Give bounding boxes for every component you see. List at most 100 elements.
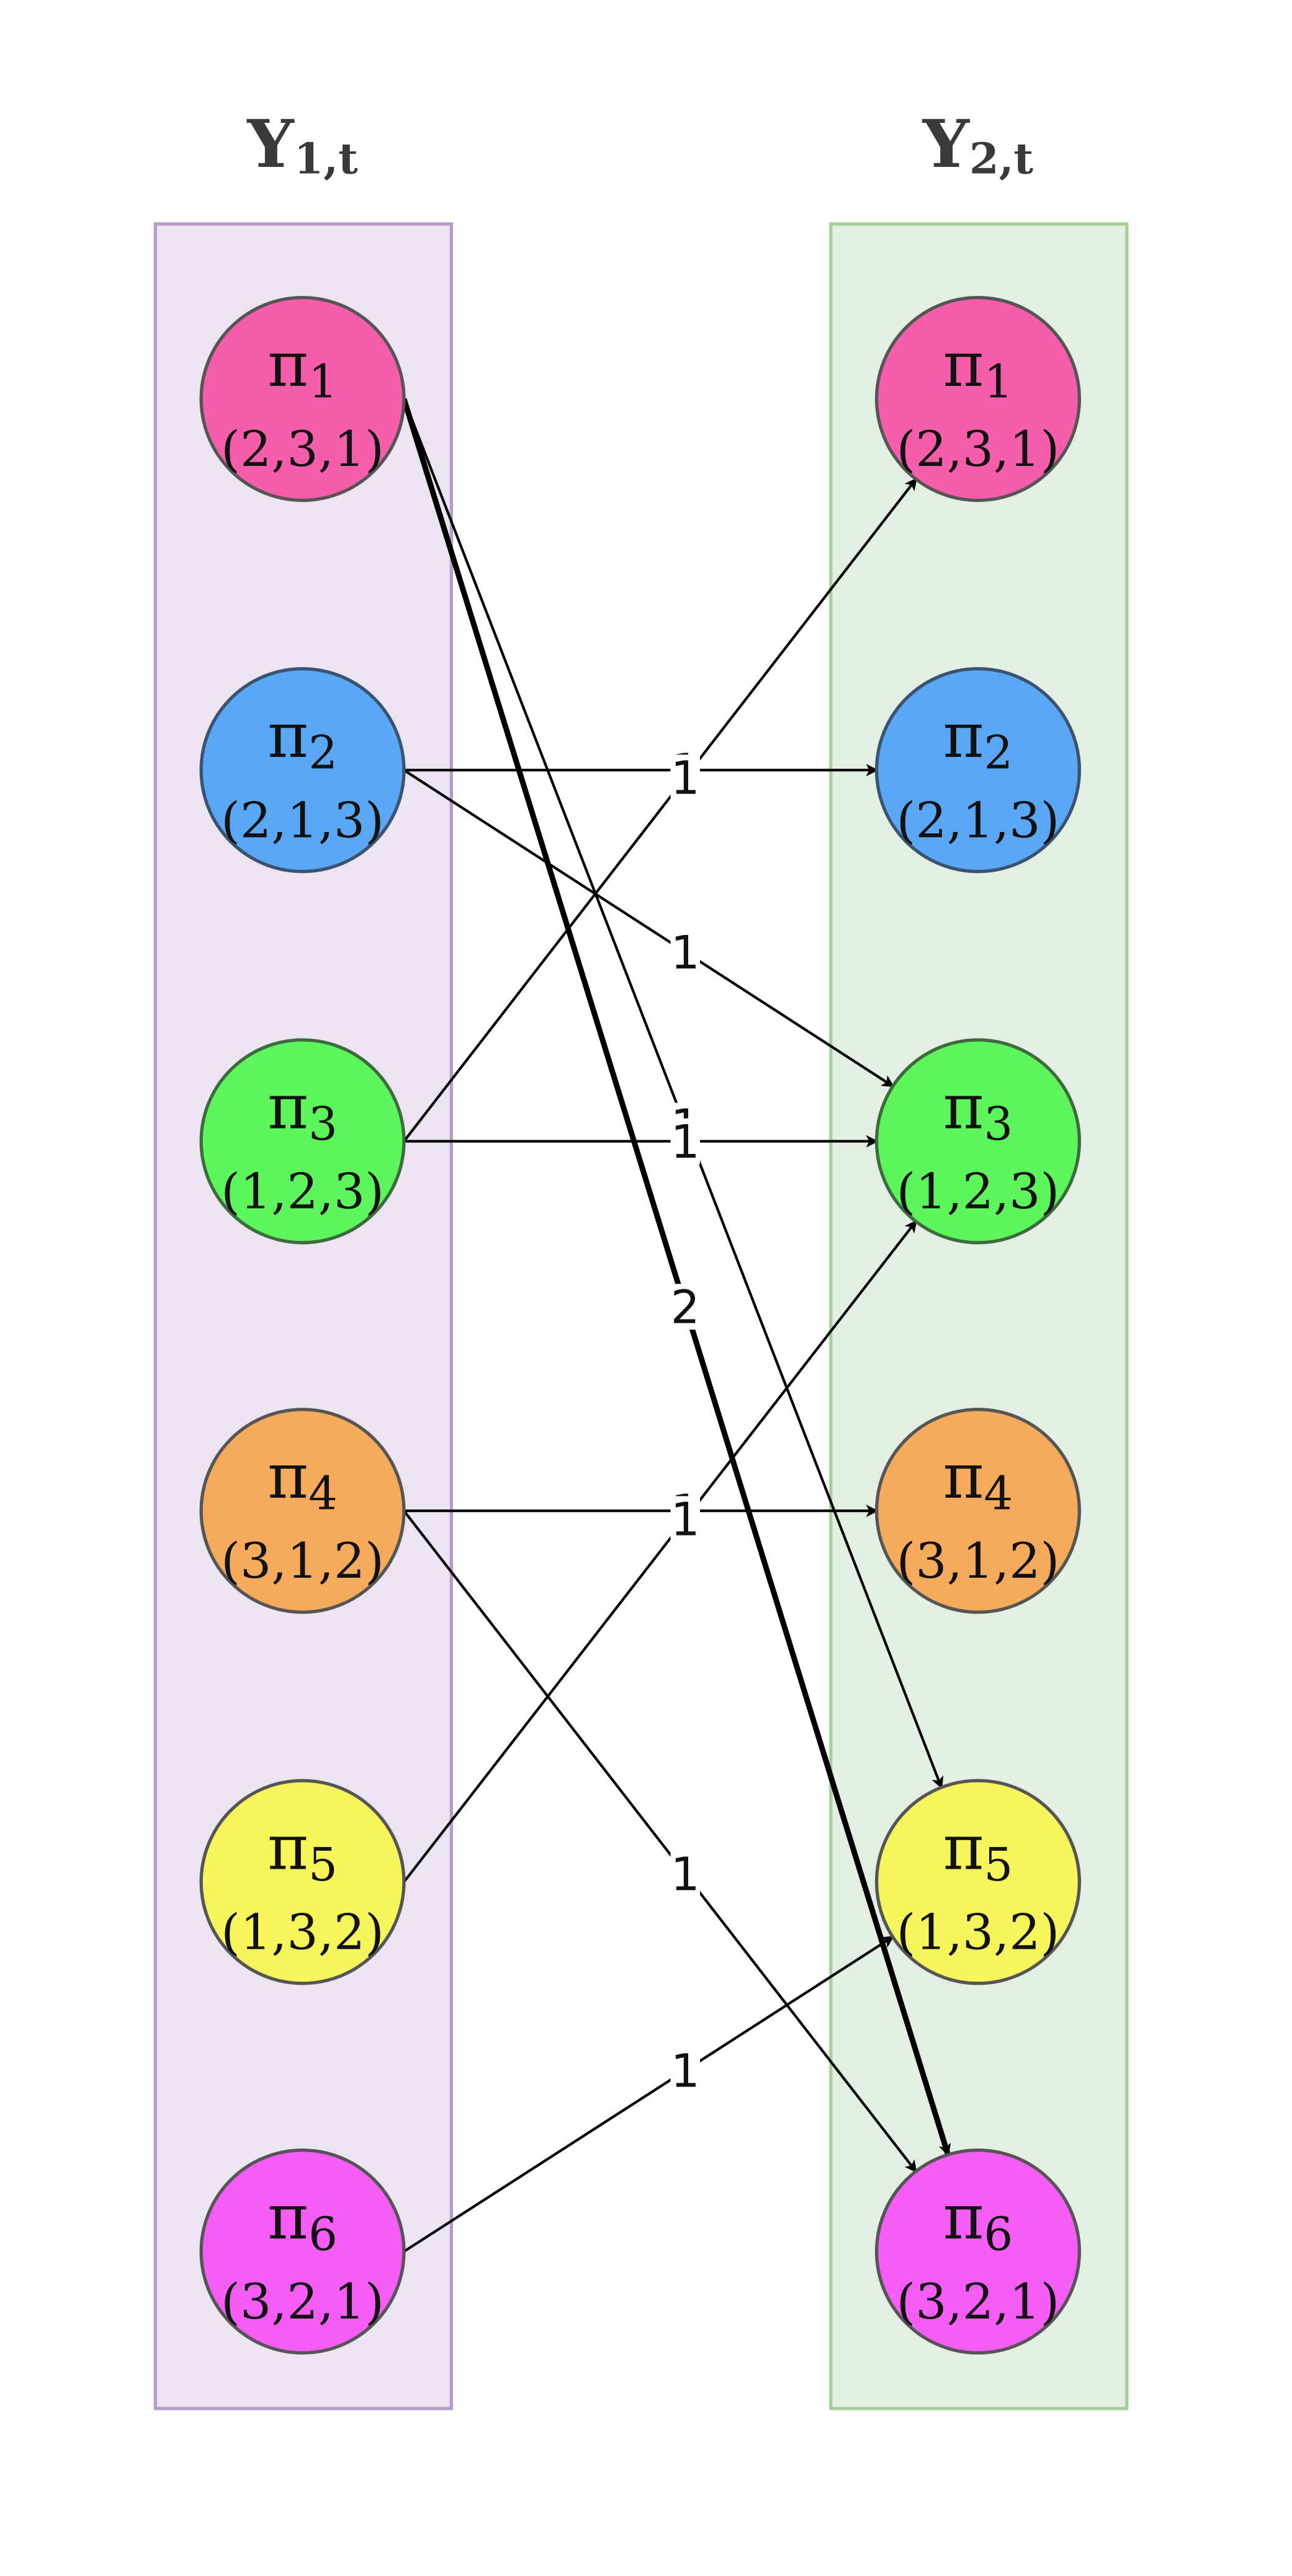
edge-pi5-to-pi3 xyxy=(403,1220,917,1883)
right-node-pi1: π1 (2,3,1) xyxy=(874,296,1082,503)
node-symbol-index: 6 xyxy=(308,2208,338,2261)
node-symbol-pi: π xyxy=(943,1811,984,1884)
edges xyxy=(401,398,951,2253)
edge-pi2-to-pi3 xyxy=(403,769,895,1088)
node-symbol-pi: π xyxy=(267,328,308,401)
node-symbol-pi: π xyxy=(267,1811,308,1884)
edge-label-pi4-to-pi6: 1 xyxy=(670,1849,700,1902)
node-symbol: π1 xyxy=(943,328,1013,408)
edge-label-bg xyxy=(670,754,700,801)
node-circle xyxy=(874,1408,1082,1614)
node-permutation: (3,1,2) xyxy=(221,1532,384,1590)
node-circle xyxy=(199,2148,406,2355)
right-title-main: Y xyxy=(922,105,971,182)
node-permutation: (2,3,1) xyxy=(897,421,1060,478)
node-symbol-index: 5 xyxy=(984,1839,1013,1892)
node-circle xyxy=(199,1038,406,1245)
node-symbol: π3 xyxy=(267,1070,338,1150)
edge-label-pi3-to-pi1: 1 xyxy=(670,753,700,805)
left-column-title: Y1,t xyxy=(246,105,358,184)
edge-label-text: 1 xyxy=(671,753,700,805)
left-node-pi5: π5 (1,3,2) xyxy=(199,1779,406,1985)
node-symbol: π6 xyxy=(267,2181,338,2261)
node-symbol-pi: π xyxy=(267,1070,308,1143)
node-circle xyxy=(199,296,406,503)
node-permutation: (3,1,2) xyxy=(897,1532,1060,1590)
node-symbol: π5 xyxy=(267,1811,338,1891)
edge-label-bg xyxy=(670,1496,700,1542)
right-title-sub: 2,t xyxy=(969,134,1034,184)
edge-label-text: 1 xyxy=(671,2045,700,2098)
node-symbol: π1 xyxy=(267,328,338,408)
edge-label-bg xyxy=(670,1851,700,1897)
right-node-pi6: π6 (3,2,1) xyxy=(874,2148,1082,2355)
edge-pi1-to-pi5 xyxy=(402,398,944,1789)
node-circle xyxy=(874,2148,1082,2355)
node-permutation: (2,3,1) xyxy=(221,421,384,478)
edge-label-pi1-to-pi6: 2 xyxy=(670,1282,700,1335)
node-permutation: (2,1,3) xyxy=(897,792,1060,849)
node-symbol: π2 xyxy=(267,699,338,779)
node-symbol: π3 xyxy=(943,1070,1013,1150)
node-permutation: (1,2,3) xyxy=(221,1163,384,1220)
node-permutation: (3,2,1) xyxy=(221,2273,384,2330)
node-permutation: (2,1,3) xyxy=(221,792,384,849)
node-symbol-pi: π xyxy=(267,699,308,772)
node-symbol-pi: π xyxy=(943,1070,984,1143)
edge-pi1-to-pi6 xyxy=(401,398,951,2157)
left-node-pi3: π3 (1,2,3) xyxy=(199,1038,406,1245)
node-symbol: π2 xyxy=(943,699,1013,779)
edge-label-text: 2 xyxy=(671,1282,700,1335)
node-symbol: π6 xyxy=(943,2181,1013,2261)
node-circle xyxy=(199,1779,406,1985)
right-node-pi5: π5 (1,3,2) xyxy=(874,1779,1082,1985)
edge-pi6-to-pi5 xyxy=(403,1936,895,2253)
left-node-pi2: π2 (2,1,3) xyxy=(199,667,406,874)
edge-label-bg xyxy=(670,929,700,975)
node-symbol-pi: π xyxy=(943,1440,984,1513)
node-symbol-pi: π xyxy=(267,1440,308,1513)
node-symbol: π4 xyxy=(943,1440,1013,1520)
right-column-title: Y2,t xyxy=(922,105,1034,184)
right-node-pi3: π3(1,2,3) xyxy=(874,1038,1082,1245)
right-column: Y2,t xyxy=(829,105,1129,2410)
left-node-pi1: π1 (2,3,1) xyxy=(199,296,406,503)
node-permutation: (1,3,2) xyxy=(221,1903,384,1961)
node-symbol-index: 1 xyxy=(308,356,338,408)
node-symbol-index: 3 xyxy=(308,1098,338,1151)
node-symbol-index: 5 xyxy=(308,1839,338,1892)
edge-label-pi6-to-pi5: 1 xyxy=(670,2045,700,2098)
node-symbol-pi: π xyxy=(267,2181,308,2253)
edge-label-bg xyxy=(670,2047,700,2094)
node-circle xyxy=(874,1779,1082,1985)
edge-label-text: 1 xyxy=(671,927,700,980)
edge-label-pi5-to-pi3: 1 xyxy=(670,1494,700,1547)
edge-label-bg xyxy=(670,1284,700,1330)
node-symbol-index: 4 xyxy=(308,1468,338,1521)
node-circle xyxy=(199,1408,406,1614)
left-node-pi6: π6 (3,2,1) xyxy=(199,2148,406,2355)
node-permutation: (3,2,1) xyxy=(897,2273,1060,2330)
edge-pi4-to-pi6 xyxy=(403,1509,917,2173)
node-symbol-pi: π xyxy=(943,328,984,401)
edge-label-pi3-to-pi3: 1 xyxy=(670,1116,700,1169)
node-symbol: π5 xyxy=(943,1811,1013,1891)
edge-label-text: 1 xyxy=(671,1849,700,1902)
node-circle xyxy=(199,667,406,874)
node-symbol-index: 1 xyxy=(984,356,1013,408)
edge-label-bg xyxy=(670,1118,700,1165)
right-column-panel xyxy=(829,222,1129,2410)
node-permutation: (1,3,2) xyxy=(897,1903,1060,1961)
node-symbol-index: 3 xyxy=(984,1098,1013,1151)
left-title-sub: 1,t xyxy=(294,134,359,184)
node-symbol-index: 2 xyxy=(984,727,1013,780)
node-symbol-pi: π xyxy=(943,2181,984,2253)
node-symbol-pi: π xyxy=(943,699,984,772)
node-symbol-index: 4 xyxy=(984,1468,1013,1521)
left-column: Y1,t xyxy=(153,105,454,2410)
edge-label-text: 1 xyxy=(671,1116,700,1169)
node-symbol: π4 xyxy=(267,1440,338,1520)
left-column-panel xyxy=(153,222,454,2410)
edge-pi3-to-pi1 xyxy=(403,477,917,1142)
left-title-main: Y xyxy=(246,105,295,182)
